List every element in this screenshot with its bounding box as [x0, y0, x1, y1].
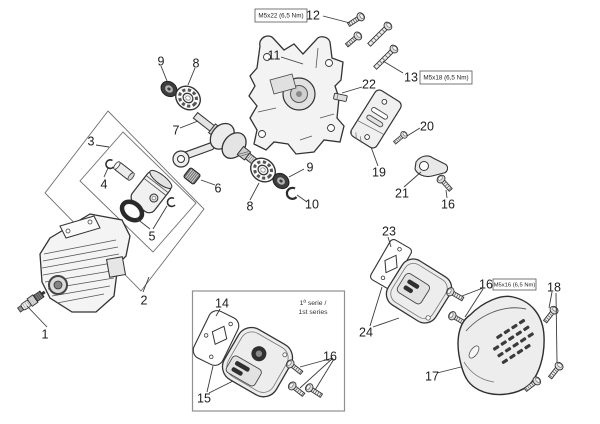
- callout-15: 15: [197, 391, 211, 405]
- series-note: 1ª serie / 1st series: [298, 300, 328, 316]
- spark-plug: [17, 290, 46, 313]
- piston-pin: [113, 161, 135, 181]
- screw-20: [391, 129, 410, 146]
- torque-note-13-text: M5x18 (6,5 Nm): [423, 75, 468, 82]
- callout-14: 14: [215, 296, 229, 310]
- callout-2: 2: [141, 293, 148, 307]
- callout-17: 17: [425, 369, 439, 383]
- screw-16-series-c: [303, 381, 325, 400]
- callout-9-bottom: 9: [307, 160, 314, 174]
- cylinder: [39, 213, 131, 313]
- callout-11: 11: [268, 48, 281, 62]
- snap-ring: [285, 186, 298, 200]
- screw-12-a: [345, 10, 367, 29]
- callout-13: 13: [404, 70, 418, 84]
- leader-lines: [26, 15, 558, 394]
- callout-10: 10: [305, 197, 319, 211]
- screw-18-b: [546, 360, 566, 381]
- crankshaft: [192, 111, 262, 169]
- callout-16-catcher: 16: [441, 197, 455, 211]
- screw-16-series-b: [286, 379, 307, 399]
- first-series-box: [191, 290, 346, 412]
- screw-16-series-a: [284, 357, 305, 377]
- callout-3: 3: [88, 134, 95, 148]
- screw-16-catcher: [435, 173, 455, 194]
- callout-23: 23: [382, 224, 396, 238]
- torque-note-12-text: M5x22 (6,5 Nm): [258, 13, 303, 20]
- callout-24: 24: [359, 325, 373, 339]
- callout-21: 21: [395, 186, 409, 200]
- torque-note-16: M5x16 (6,5 Nm): [492, 278, 537, 291]
- callout-18: 18: [547, 280, 561, 294]
- muffler-2: [385, 258, 453, 324]
- callout-12: 12: [306, 8, 320, 22]
- series-note-line1: 1ª serie /: [300, 300, 327, 307]
- crankcase: [248, 35, 345, 155]
- side-plate: [350, 89, 402, 149]
- muffler-cover: [457, 295, 545, 396]
- screw-13-b: [371, 43, 400, 72]
- callout-8-bottom: 8: [247, 199, 254, 213]
- cover-grille: [492, 318, 534, 365]
- group-box-piston-kit: [79, 131, 197, 253]
- callout-9-top: 9: [158, 54, 165, 68]
- piston-ring: [119, 199, 145, 223]
- callout-20: 20: [420, 119, 434, 133]
- callout-5: 5: [149, 229, 156, 243]
- needle-cage-bearing: [183, 167, 201, 185]
- callout-7: 7: [173, 123, 180, 137]
- torque-note-13: M5x18 (6,5 Nm): [419, 70, 473, 85]
- torque-note-12: M5x22 (6,5 Nm): [254, 8, 308, 23]
- screw-18-a: [541, 304, 561, 325]
- muffler-1: [221, 326, 294, 398]
- screw-16-muffler-a: [444, 285, 466, 304]
- screw-13-a: [365, 20, 394, 49]
- circlip: [105, 159, 115, 170]
- callout-1: 1: [42, 327, 49, 341]
- callout-8-top: 8: [193, 56, 200, 70]
- connecting-rod: [172, 142, 215, 168]
- callout-6: 6: [215, 181, 222, 195]
- exhaust-gasket-1: [192, 310, 240, 366]
- callout-4: 4: [101, 177, 108, 191]
- piston: [130, 169, 173, 214]
- callout-22: 22: [362, 77, 376, 91]
- screw-12-b: [343, 29, 364, 50]
- group-box-cylinder-kit: [44, 110, 205, 292]
- piston-kit: [105, 159, 201, 223]
- chain-catcher: [414, 155, 449, 178]
- stud: [333, 92, 348, 102]
- series-note-line2: 1st series: [298, 309, 328, 316]
- circlip: [166, 197, 176, 208]
- callout-16-muffler: 16: [479, 277, 493, 291]
- callout-19: 19: [372, 165, 386, 179]
- torque-note-16-text: M5x16 (6,5 Nm): [494, 283, 536, 289]
- callout-16-series: 16: [323, 349, 337, 363]
